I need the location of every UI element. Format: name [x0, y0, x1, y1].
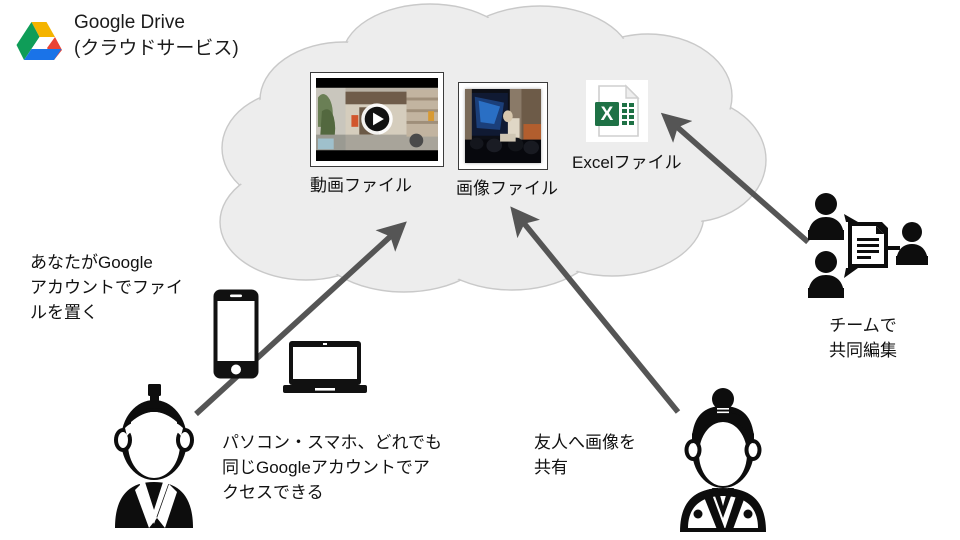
team-person-top — [808, 193, 844, 240]
note-device-access: パソコン・スマホ、どれでも 同じGoogleアカウントでア クセスできる — [222, 433, 442, 502]
team-person-right — [896, 222, 928, 265]
image-thumbnail-frame[interactable] — [458, 82, 548, 170]
brand-title: Google Drive (クラウドサービス) — [74, 12, 239, 59]
arrow-upload-to-cloud — [194, 221, 407, 417]
video-thumbnail-icon — [316, 78, 438, 161]
person-kimono-female-icon — [680, 388, 766, 532]
laptop-icon — [283, 341, 367, 393]
arrow-share-to-cloud — [510, 206, 681, 414]
person-kimono-male-icon — [114, 384, 194, 528]
file-label-excel: Excelファイル — [572, 153, 682, 172]
file-card-video[interactable]: 動画ファイル — [310, 72, 444, 196]
excel-document-icon[interactable]: X — [586, 80, 648, 142]
file-label-image: 画像ファイル — [456, 179, 558, 198]
note-team-collaboration: チームで 共同編集 — [829, 316, 897, 360]
smartphone-icon — [213, 289, 259, 379]
file-card-image[interactable]: 画像ファイル — [456, 82, 558, 199]
team-connector-line — [886, 246, 900, 250]
note-upload-files: あなたがGoogle アカウントでファイ ルを置く — [30, 253, 183, 322]
team-collaboration-icon — [808, 193, 928, 298]
file-card-excel[interactable]: X — [586, 80, 648, 142]
shared-document-icon — [844, 214, 888, 278]
file-label-video: 動画ファイル — [310, 176, 412, 195]
team-person-bottom — [808, 251, 844, 298]
image-thumbnail-icon — [465, 89, 541, 163]
video-thumbnail-frame[interactable] — [310, 72, 444, 167]
arrow-team-to-cloud — [660, 112, 810, 245]
google-drive-logo — [16, 22, 62, 60]
svg-text:X: X — [601, 104, 614, 125]
note-share-with-friend: 友人へ画像を 共有 — [534, 433, 636, 477]
